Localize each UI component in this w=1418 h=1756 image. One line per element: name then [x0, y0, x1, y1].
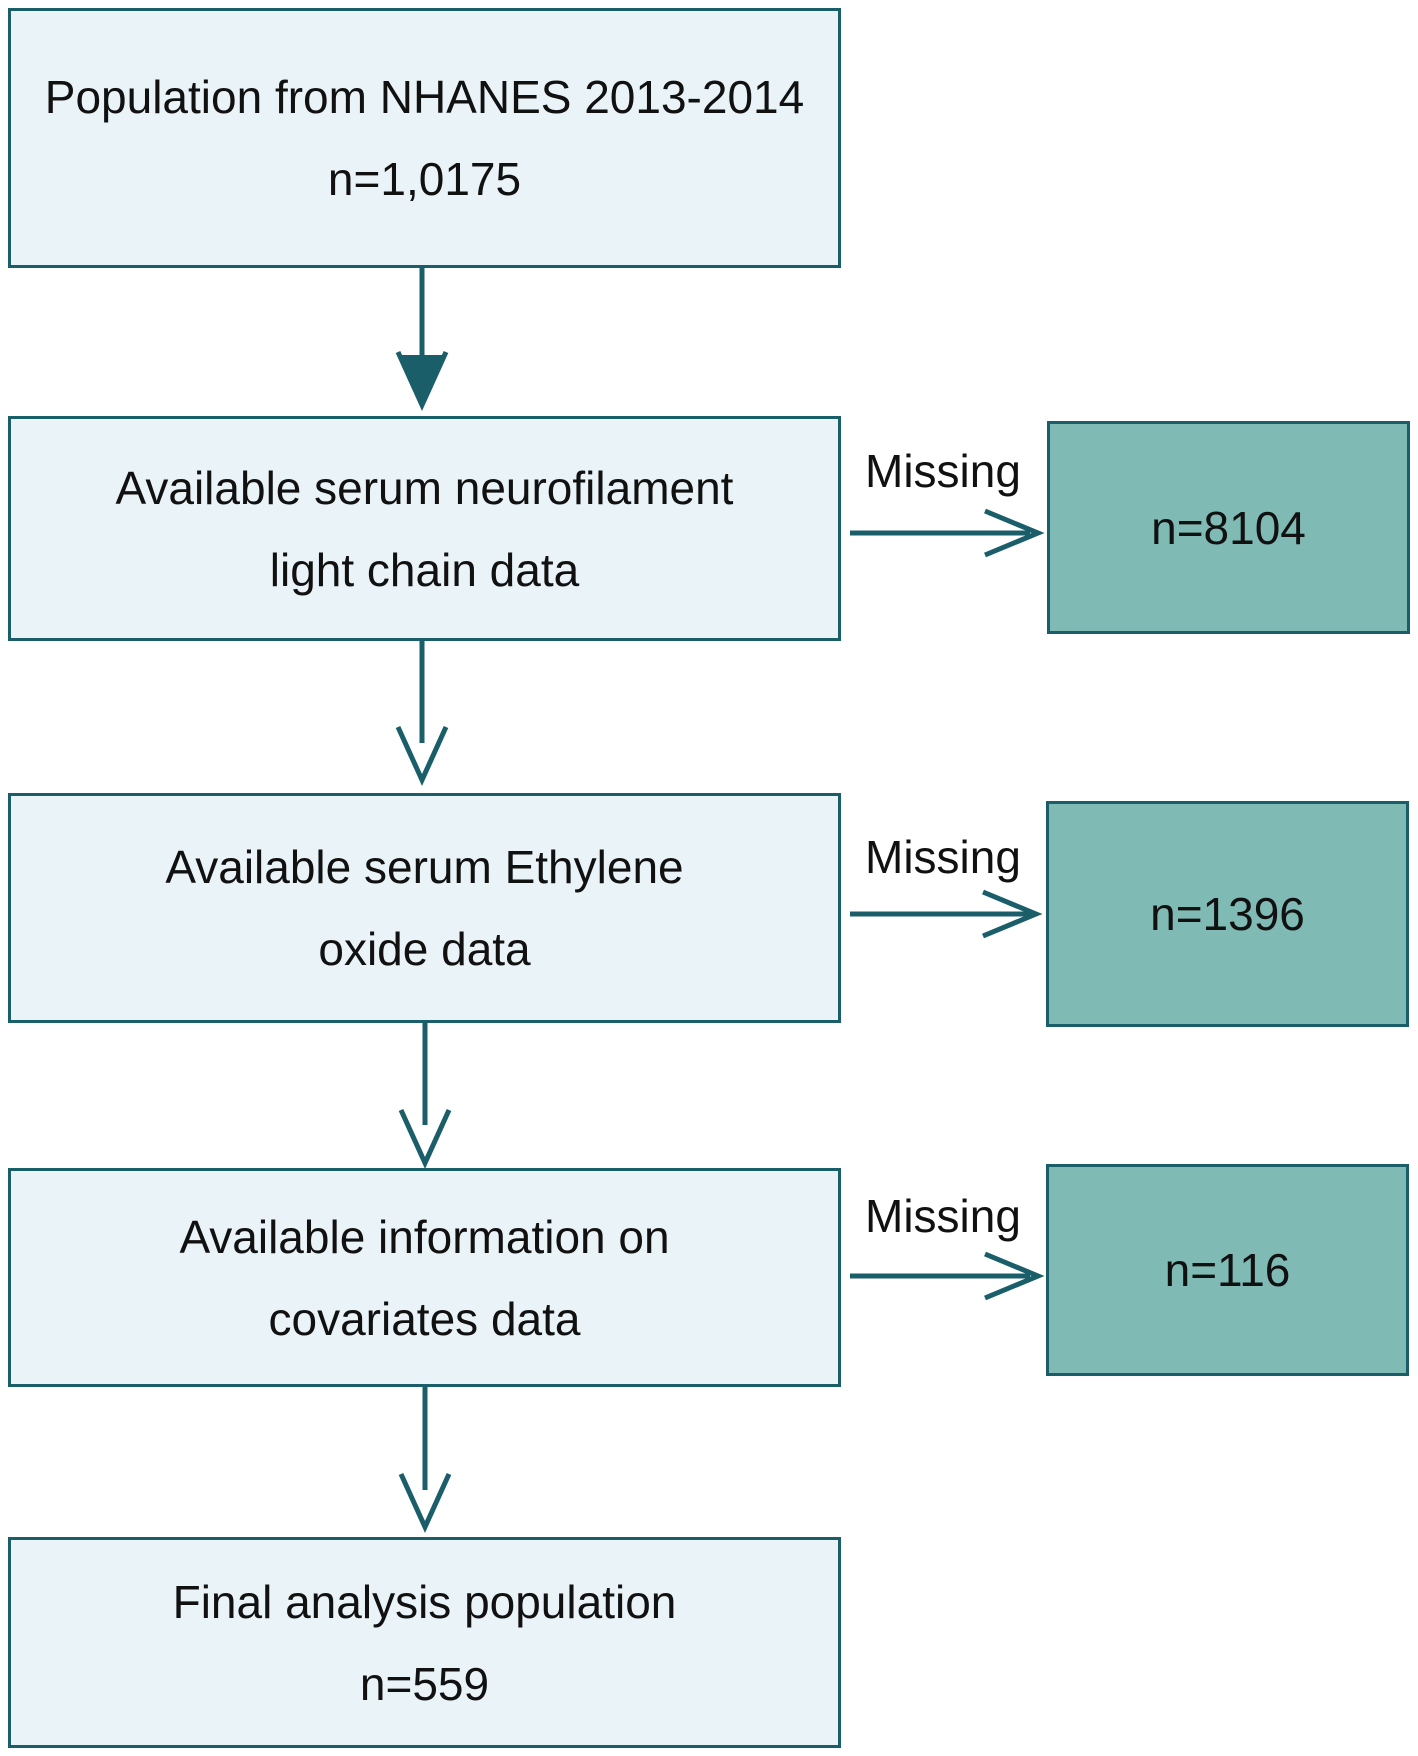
step-title-continued: light chain data	[269, 543, 580, 596]
excluded-count: n=8104	[1151, 501, 1306, 554]
right-arrow-2	[850, 889, 1043, 939]
step-title: Available serum Ethylene	[165, 841, 684, 893]
missing-label-2: Missing	[865, 831, 1021, 883]
flow-step-ethylene-oxide: Available serum Ethylene oxide data	[8, 793, 841, 1023]
flow-step-final-population: Final analysis population n=559	[8, 1537, 841, 1748]
excluded-count: n=116	[1164, 1244, 1291, 1296]
step-title-continued: covariates data	[268, 1292, 581, 1345]
flow-step-covariates: Available information on covariates data	[8, 1168, 841, 1387]
excluded-box-1: n=8104	[1047, 421, 1410, 634]
excluded-count: n=1396	[1150, 888, 1305, 940]
step-count: n=559	[359, 1657, 490, 1710]
down-arrow-1	[395, 268, 449, 412]
missing-label-1: Missing	[865, 445, 1021, 497]
down-arrow-2	[395, 641, 449, 787]
step-title: Available serum neurofilament	[115, 461, 734, 514]
step-title: Final analysis population	[172, 1575, 677, 1628]
flow-step-neurofilament: Available serum neurofilament light chai…	[8, 416, 841, 641]
right-arrow-3	[850, 1251, 1045, 1301]
step-count: n=1,0175	[327, 153, 522, 205]
excluded-box-2: n=1396	[1046, 801, 1409, 1027]
step-title: Population from NHANES 2013-2014	[44, 71, 805, 123]
step-title-continued: oxide data	[318, 923, 531, 975]
flow-step-population: Population from NHANES 2013-2014 n=1,017…	[8, 8, 841, 268]
right-arrow-1	[850, 508, 1045, 558]
down-arrow-3	[398, 1023, 452, 1170]
excluded-box-3: n=116	[1046, 1164, 1409, 1376]
step-title: Available information on	[179, 1210, 670, 1263]
down-arrow-4	[398, 1387, 452, 1534]
missing-label-3: Missing	[865, 1190, 1021, 1242]
